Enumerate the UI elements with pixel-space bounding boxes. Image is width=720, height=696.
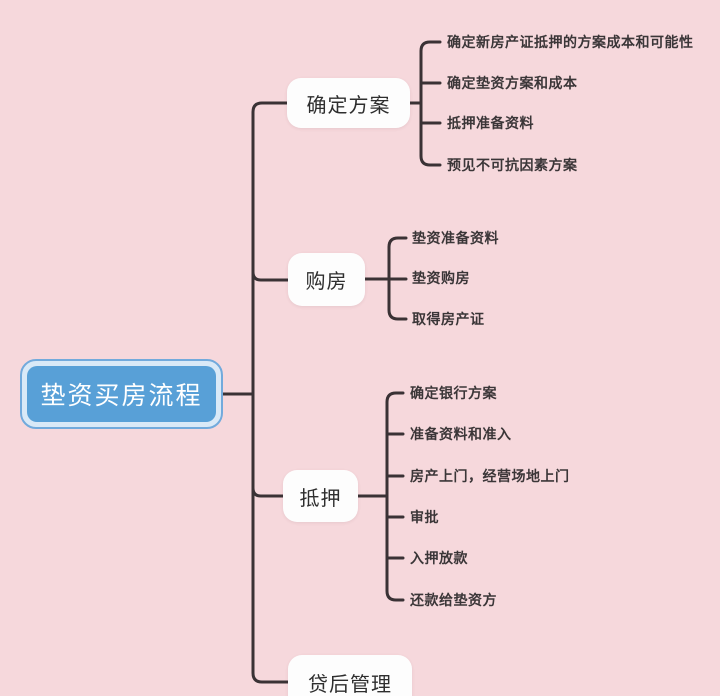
- leaf-node: 房产上门，经营场地上门: [410, 468, 570, 484]
- branch1-child-trunk: [419, 40, 442, 167]
- leaf-node: 确定银行方案: [410, 385, 497, 401]
- branch3-tee-line: [251, 486, 285, 498]
- main-trunk-line: [251, 101, 290, 684]
- branch3-child-trunk: [385, 391, 405, 602]
- leaf-node: 取得房产证: [412, 311, 485, 327]
- leaf-node: 入押放款: [410, 550, 468, 566]
- leaf-node: 抵押准备资料: [447, 115, 534, 131]
- leaf-node: 还款给垫资方: [410, 592, 497, 608]
- root-node-label: 垫资买房流程: [27, 366, 216, 422]
- branch-node-mortgage: 抵押: [283, 470, 358, 522]
- leaf-node: 准备资料和准入: [410, 426, 512, 442]
- branch-node-buy-house: 购房: [288, 253, 365, 306]
- leaf-node: 审批: [410, 509, 439, 525]
- leaf-node: 确定新房产证抵押的方案成本和可能性: [447, 34, 694, 50]
- leaf-node: 垫资购房: [412, 270, 470, 286]
- leaf-node: 确定垫资方案和成本: [447, 75, 578, 91]
- leaf-node: 预见不可抗因素方案: [447, 157, 578, 173]
- root-node: 垫资买房流程: [20, 359, 223, 429]
- branch-node-plan: 确定方案: [287, 78, 410, 128]
- leaf-node: 垫资准备资料: [412, 230, 499, 246]
- branch2-tee-line: [251, 270, 290, 282]
- branch-node-post-loan: 贷后管理: [288, 655, 412, 696]
